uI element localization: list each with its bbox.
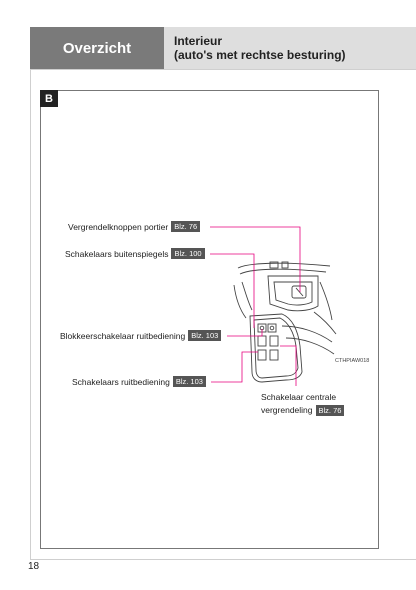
callout-text-line1: Schakelaar centrale (261, 392, 337, 402)
bottom-rule (30, 559, 416, 560)
page-ref-badge[interactable]: Blz. 100 (171, 248, 205, 259)
section-badge-label: B (45, 92, 53, 105)
header-divider (30, 69, 416, 70)
callout-text: Schakelaars buitenspiegels (65, 248, 169, 259)
section-badge: B (40, 90, 58, 107)
page-ref-badge[interactable]: Blz. 103 (188, 330, 222, 341)
page-ref-badge[interactable]: Blz. 103 (172, 376, 206, 387)
page-ref-badge[interactable]: Blz. 76 (315, 405, 345, 416)
figure-frame (40, 90, 379, 549)
callout-text-line2: vergrendeling (261, 405, 313, 415)
callout-text: Vergrendelknoppen portier (68, 221, 169, 232)
callout-central-lock-switch: Schakelaar centrale vergrendeling Blz. 7… (261, 391, 345, 417)
left-margin-rule (30, 69, 31, 559)
door-panel-drawing (233, 261, 337, 383)
image-code: CTHPIAW018 (335, 358, 370, 364)
page-title-line1: Interieur (174, 34, 223, 48)
callout-leader-lines (210, 226, 301, 386)
callout-door-lock-buttons: Vergrendelknoppen portier Blz. 76 (68, 221, 201, 232)
callout-mirror-switches: Schakelaars buitenspiegels Blz. 100 (65, 248, 205, 259)
page-title-line2: (auto's met rechtse besturing) (174, 48, 346, 62)
section-tab-label: Overzicht (62, 39, 132, 57)
callout-window-lock-switch: Blokkeerschakelaar ruitbediening Blz. 10… (60, 330, 222, 341)
section-tab: Overzicht (30, 27, 164, 69)
callout-text: Schakelaars ruitbediening (72, 376, 170, 387)
page-ref-badge[interactable]: Blz. 76 (171, 221, 201, 232)
page-number: 18 (28, 561, 40, 572)
callout-text: Blokkeerschakelaar ruitbediening (60, 330, 186, 341)
callout-power-window-switches: Schakelaars ruitbediening Blz. 103 (72, 376, 206, 387)
page-title: Interieur (auto's met rechtse besturing) (164, 27, 416, 69)
